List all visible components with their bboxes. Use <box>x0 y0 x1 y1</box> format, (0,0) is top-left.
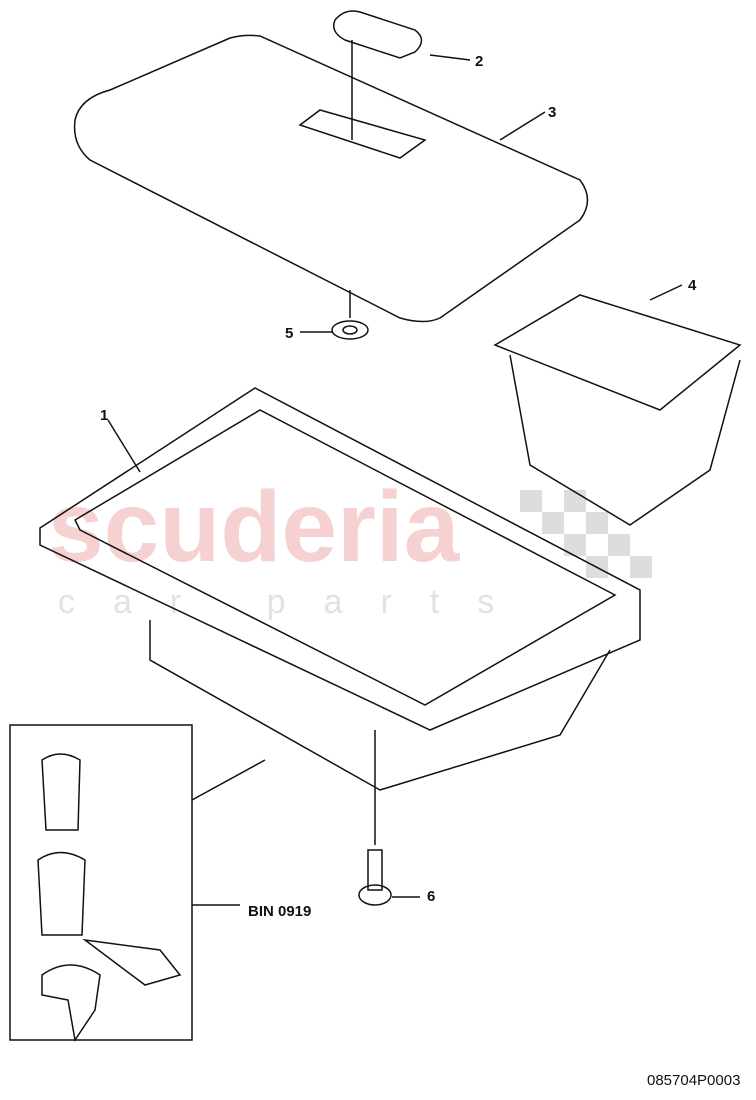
watermark-sub: car parts <box>58 583 533 621</box>
callout-1: 1 <box>100 407 109 424</box>
callout-3: 3 <box>548 104 557 121</box>
callout-6: 6 <box>427 888 436 905</box>
checkered-flag-icon <box>520 490 652 578</box>
inset-label: BIN 0919 <box>248 903 312 920</box>
watermark-brand: scuderia <box>48 471 460 583</box>
callout-5: 5 <box>285 325 294 342</box>
inset-frame <box>9 724 193 1041</box>
callout-4: 4 <box>688 277 697 294</box>
reference-code: 085704P0003 <box>647 1072 741 1089</box>
callout-2: 2 <box>475 53 484 70</box>
